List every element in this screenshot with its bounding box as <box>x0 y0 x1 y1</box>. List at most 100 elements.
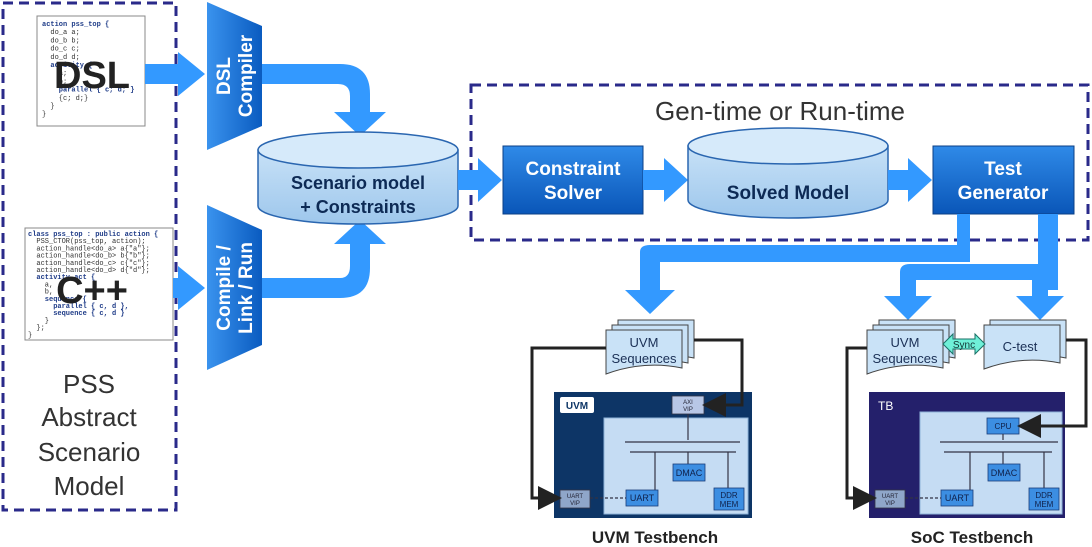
soc-tb-label: TB <box>878 399 893 413</box>
cpp-code-line: activity act { <box>28 274 95 282</box>
scenario-model-line-2: + Constraints <box>300 197 416 217</box>
dsl-code-line: a; <box>42 70 67 78</box>
scenario-model-store: Scenario model + Constraints <box>257 131 459 225</box>
uvm-uart-vip-line-1: UART <box>567 494 584 500</box>
arrow-generator-to-uvm-sequences <box>625 214 970 314</box>
uvm-axi-vip-line-1: AXI <box>683 400 693 406</box>
cpp-code-line: action_handle<do_a> a{"a"}; <box>28 245 150 253</box>
cpp-code-line: } <box>28 317 49 325</box>
cpp-compiler-line-2: Link / Run <box>236 242 257 334</box>
pss-title-line-1: PSS <box>63 369 115 399</box>
cpp-code-line: class pss_top : public action { <box>28 231 158 239</box>
uvm-seq-to-uart-vip-connector <box>530 346 606 510</box>
arrow-model-to-solver <box>458 158 502 202</box>
pss-title-line-2: Abstract <box>41 402 137 432</box>
gen-time-title: Gen-time or Run-time <box>655 96 905 126</box>
ctest-doc: C-test <box>983 319 1067 370</box>
dsl-code-line: activity { <box>42 62 92 70</box>
arrow-solver-to-solved <box>643 158 688 202</box>
dsl-compiler-line-2: Compiler <box>236 34 257 117</box>
solved-model-label: Solved Model <box>727 183 849 204</box>
uvm-ddr-line-1: DDR <box>720 491 738 500</box>
test-generator-line-2: Generator <box>958 183 1049 204</box>
uvm-testbench: UVM AXI VIP DMAC UART UART VIP DDR MEM <box>554 392 752 518</box>
sync-label: Sync <box>953 340 975 351</box>
gen-time-region <box>469 83 1090 242</box>
test-generator-line-1: Test <box>984 159 1022 180</box>
soc-testbench-caption: SoC Testbench <box>911 528 1033 547</box>
dsl-code-line: do_d d; <box>42 54 80 62</box>
uvm-ddr-mem <box>713 487 745 511</box>
scenario-model-line-1: Scenario model <box>291 173 425 193</box>
cpp-code-line: PSS_CTOR(pss_top, action); <box>28 238 146 246</box>
ctest-to-cpu-connector <box>1017 338 1088 438</box>
arrow-dsl-to-compiler <box>145 52 205 96</box>
uvm-sequences-line-2: Sequences <box>611 351 677 366</box>
dsl-code-line: do_a a; <box>42 29 80 37</box>
soc-ddr-line-1: DDR <box>1035 491 1053 500</box>
uvm-dmac <box>672 463 706 482</box>
dsl-compiler-label: DSL Compiler <box>214 34 257 117</box>
soc-uart-vip-line-1: UART <box>882 494 899 500</box>
test-generator-block: Test Generator <box>932 145 1075 215</box>
cpp-compiler-label: Compile / Link / Run <box>214 242 257 334</box>
soc-ddr-mem <box>1028 487 1060 511</box>
arrow-solved-to-generator <box>888 158 932 202</box>
uvm-seq-to-axi-vip-connector <box>694 338 744 417</box>
dsl-compiler-line-1: DSL <box>214 57 235 95</box>
pss-abstract-model-region <box>1 1 178 512</box>
uvm-testbench-caption: UVM Testbench <box>592 528 718 547</box>
dsl-compiler-block <box>207 2 262 150</box>
cpp-code-line: action_handle<do_c> c{"c"}; <box>28 260 150 268</box>
arrow-cpp-compiler-to-model <box>262 220 386 298</box>
soc-seq-to-uart-vip-connector <box>845 346 877 510</box>
soc-dmac <box>987 463 1021 482</box>
pss-title-line-3: Scenario <box>38 437 141 467</box>
uvm-logo-text: UVM <box>566 401 588 412</box>
arrow-cpp-to-compiler <box>173 266 205 310</box>
dsl-code-line: } <box>42 103 55 111</box>
uvm-axi-vip-line-2: VIP <box>683 407 693 413</box>
uvm-dmac-label: DMAC <box>676 468 703 478</box>
cpp-code-line: b, <box>28 289 53 297</box>
cpp-code-line: }; <box>28 325 45 333</box>
soc-sequences-line-2: Sequences <box>872 351 938 366</box>
uvm-ddr-line-2: MEM <box>720 500 739 509</box>
cpp-code-line: action_handle<do_b> b{"b"}; <box>28 253 150 261</box>
uvm-sequences-doc: UVM Sequences <box>605 319 695 375</box>
constraint-solver-line-1: Constraint <box>526 159 622 180</box>
constraint-solver-block: Constraint Solver <box>502 145 644 215</box>
soc-uvm-sequences-doc: UVM Sequences <box>866 319 956 375</box>
dsl-code-line: do_c c; <box>42 46 80 54</box>
dsl-code-line: parallel { c; d; } <box>42 87 134 95</box>
soc-sequences-line-1: UVM <box>891 335 920 350</box>
cpp-compiler-block <box>207 205 262 370</box>
cpp-code-line: parallel { c, d }, <box>28 303 129 311</box>
dsl-code-line: do_b b; <box>42 37 80 45</box>
pss-title: PSS Abstract Scenario Model <box>38 369 141 501</box>
dsl-code-line: b; <box>42 78 67 86</box>
dsl-label: DSL <box>54 55 130 97</box>
soc-ddr-line-2: MEM <box>1035 500 1054 509</box>
cpp-code-line: sequence { <box>28 296 87 304</box>
cpp-code-line: sequence { c, d } <box>28 310 125 318</box>
cpp-code-line: action_handle<do_d> d{"d"}; <box>28 267 150 275</box>
soc-uart-vip-line-2: VIP <box>885 501 895 507</box>
uvm-uart-label: UART <box>630 493 655 503</box>
cpp-code-line: } <box>28 332 32 340</box>
ctest-label: C-test <box>1003 339 1038 354</box>
solved-model-store: Solved Model <box>687 127 889 219</box>
cpp-code-line: a, <box>28 281 53 289</box>
soc-testbench: TB CPU DMAC UART UART VIP DDR MEM <box>869 392 1065 518</box>
sync-arrow: Sync <box>942 332 986 356</box>
arrow-generator-to-soc-sequences <box>884 214 1064 320</box>
pss-title-line-4: Model <box>54 471 125 501</box>
soc-dmac-label: DMAC <box>991 468 1018 478</box>
soc-cpu-label: CPU <box>995 422 1012 431</box>
dsl-code-line: } <box>42 111 46 119</box>
constraint-solver-line-2: Solver <box>544 183 603 204</box>
arrow-dsl-compiler-to-model <box>262 64 386 136</box>
soc-uart-label: UART <box>945 493 970 503</box>
cpp-label: C++ <box>56 270 128 312</box>
